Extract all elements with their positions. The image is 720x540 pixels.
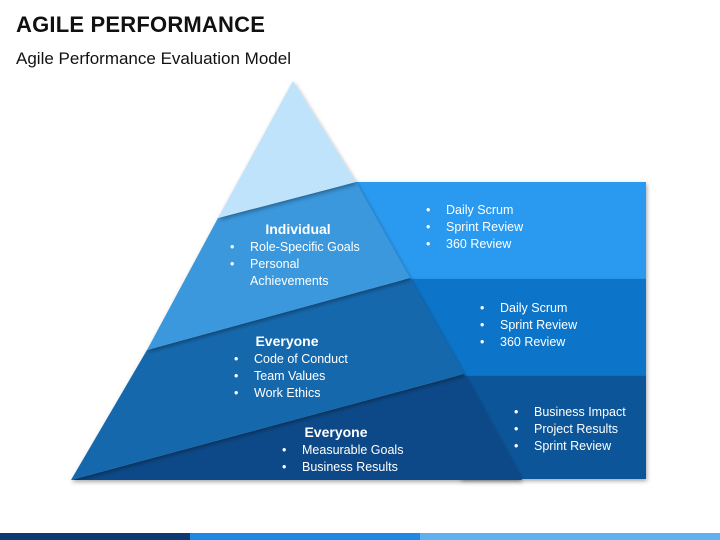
pyramid-tier-top — [218, 81, 356, 218]
list-item: 360 Review — [478, 334, 628, 351]
tier-3-heading: Everyone — [304, 424, 368, 440]
tier-3-list: Measurable Goals Business Results — [280, 442, 450, 476]
list-item: Project Results — [512, 421, 642, 438]
slide-title: AGILE PERFORMANCE — [16, 12, 266, 37]
list-item: 360 Review — [424, 236, 584, 253]
list-item: Sprint Review — [512, 438, 642, 455]
tier-2-label: Everyone Code of Conduct Team Values Wor… — [232, 332, 402, 402]
side-box-2-list: Daily Scrum Sprint Review 360 Review — [478, 300, 628, 351]
list-item: Business Results — [280, 459, 450, 476]
list-item: Daily Scrum — [424, 202, 584, 219]
list-item: Measurable Goals — [280, 442, 450, 459]
side-box-1-list: Daily Scrum Sprint Review 360 Review — [424, 202, 584, 253]
side-box-3-list: Business Impact Project Results Sprint R… — [512, 404, 642, 455]
footer-bar — [0, 533, 720, 540]
footer-segment — [0, 533, 190, 540]
list-item: Sprint Review — [478, 317, 628, 334]
list-item: Team Values — [232, 368, 402, 385]
tier-1-heading: Individual — [265, 221, 331, 237]
tier-2-list: Code of Conduct Team Values Work Ethics — [232, 351, 402, 402]
list-item: Role-Specific Goals — [228, 239, 398, 256]
tier-2-heading: Everyone — [255, 333, 319, 349]
list-item: Sprint Review — [424, 219, 584, 236]
list-item: Work Ethics — [232, 385, 402, 402]
list-item: Personal Achievements — [228, 256, 398, 290]
list-item: Code of Conduct — [232, 351, 402, 368]
slide-subtitle: Agile Performance Evaluation Model — [16, 49, 291, 68]
tier-1-list: Role-Specific Goals Personal Achievement… — [228, 239, 398, 290]
tier-3-label: Everyone Measurable Goals Business Resul… — [280, 423, 450, 476]
list-item: Business Impact — [512, 404, 642, 421]
footer-segment — [420, 533, 720, 540]
tier-1-label: Individual Role-Specific Goals Personal … — [228, 220, 398, 290]
list-item: Daily Scrum — [478, 300, 628, 317]
